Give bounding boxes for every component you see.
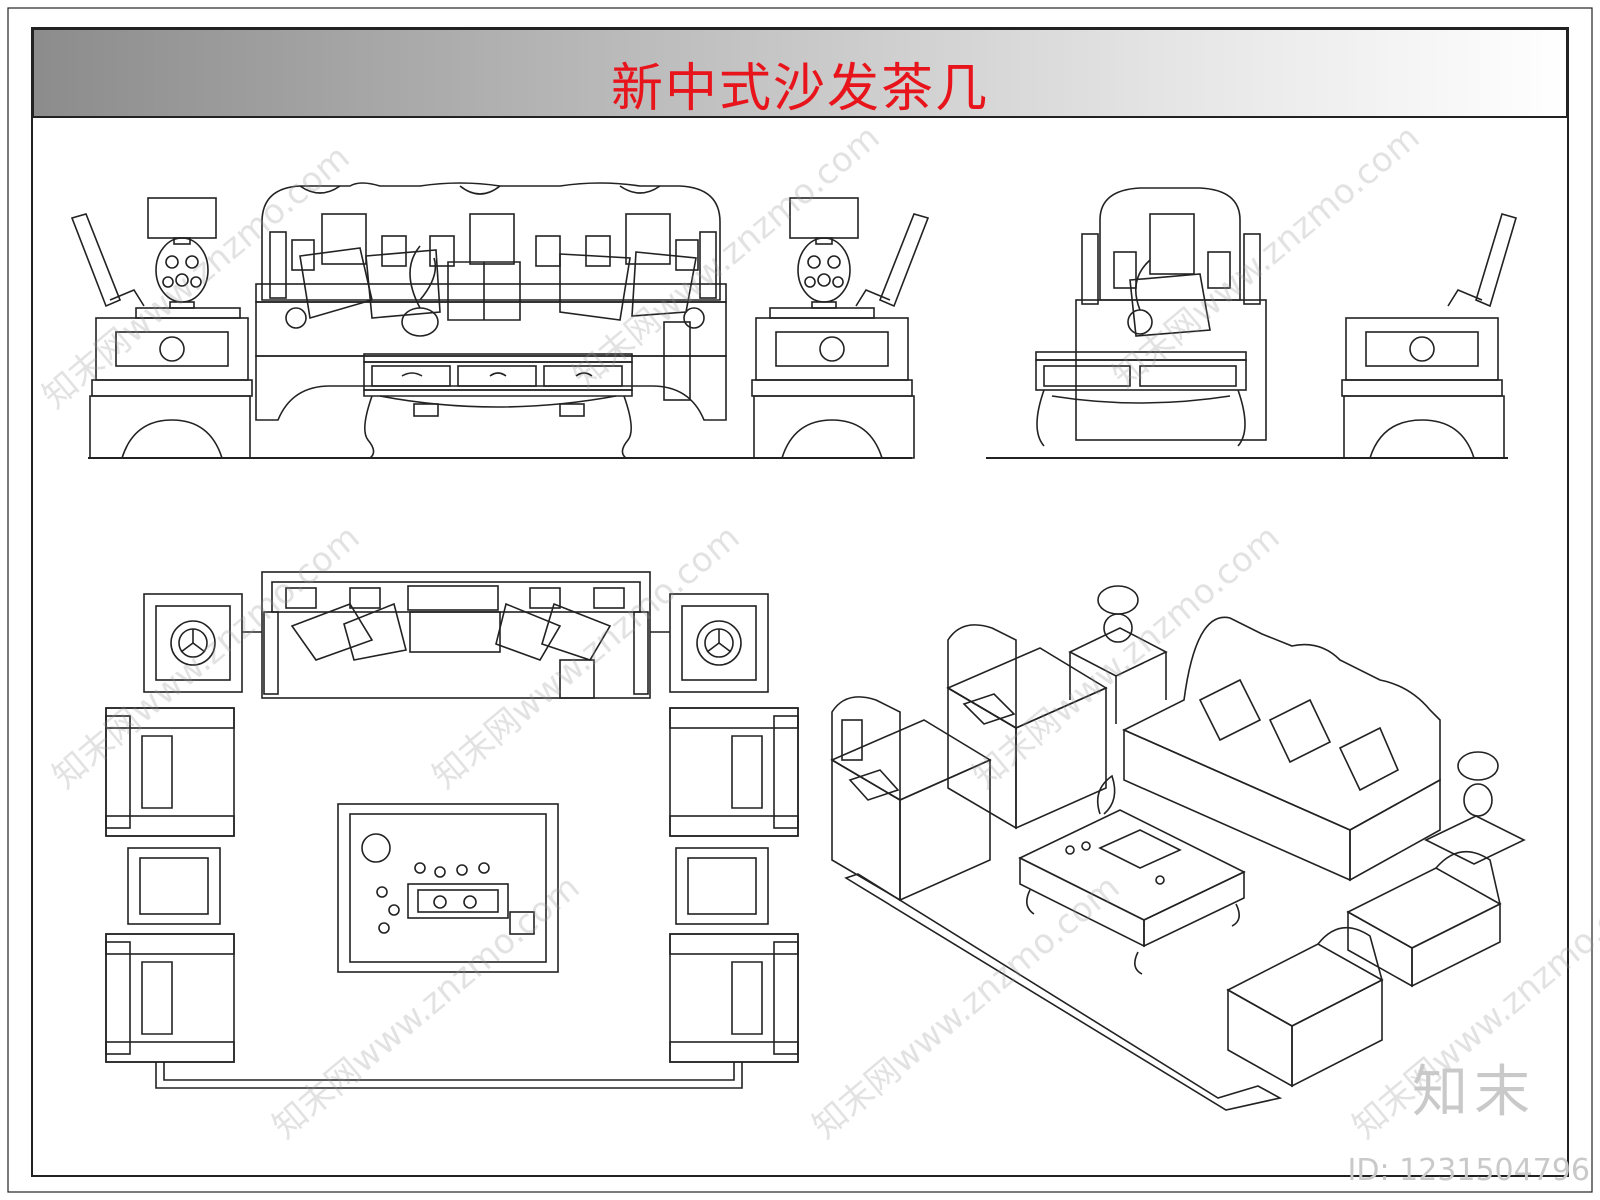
outer-frame (7, 7, 1593, 1193)
coffee-table-elevation (363, 353, 633, 459)
id-label: ID: 1231504796 (1347, 1153, 1590, 1188)
left-armchair-elevation (70, 213, 253, 459)
front-elevation (70, 182, 930, 459)
side-elevation (986, 187, 1517, 459)
brand-logo-text: 知末 (1412, 1060, 1536, 1125)
left-lamp-elevation (147, 197, 217, 309)
isometric-view (830, 585, 1526, 1111)
title-bar: 新中式沙发茶几 (32, 28, 1568, 119)
sofa-elevation (255, 182, 727, 421)
plan-view (105, 571, 799, 1089)
inner-frame (31, 27, 1569, 1177)
right-armchair-elevation (751, 213, 930, 459)
page-title: 新中式沙发茶几 (610, 59, 989, 119)
right-lamp-elevation (769, 197, 875, 319)
